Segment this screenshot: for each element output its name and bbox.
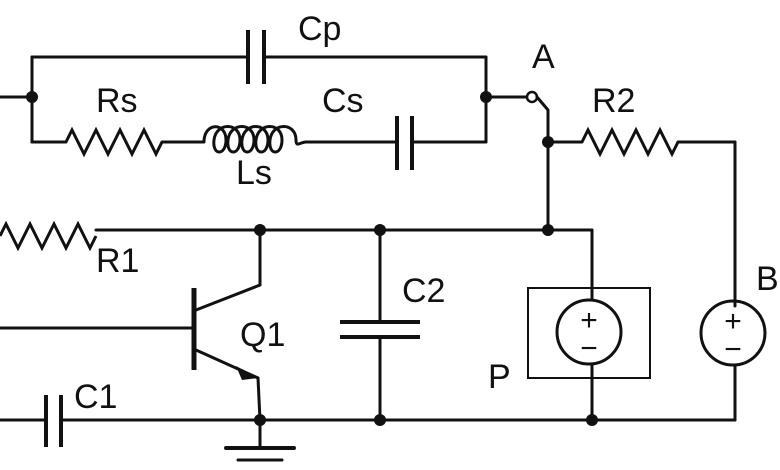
node-a-label: A bbox=[532, 38, 555, 76]
q1-label: Q1 bbox=[240, 316, 285, 354]
rs-label: Rs bbox=[96, 82, 138, 120]
minus-sign: − bbox=[580, 332, 598, 365]
p-voltage-source: + − bbox=[555, 298, 623, 366]
junction-dot bbox=[542, 224, 554, 236]
rs-resistor bbox=[30, 126, 206, 158]
r2-resistor bbox=[546, 126, 737, 308]
minus-sign: − bbox=[724, 333, 742, 366]
ls-inductor bbox=[202, 125, 399, 154]
plus-sign: + bbox=[580, 304, 598, 337]
r2-label: R2 bbox=[592, 82, 635, 120]
ground-symbol bbox=[224, 418, 296, 462]
junction-dot bbox=[26, 91, 38, 103]
cs-label: Cs bbox=[322, 82, 364, 120]
junction-dot bbox=[586, 414, 598, 426]
p-label: P bbox=[488, 358, 511, 396]
b-voltage-source: + − bbox=[699, 299, 767, 367]
c2-capacitor bbox=[340, 228, 420, 422]
junction-dot bbox=[374, 414, 386, 426]
junction-dot bbox=[480, 91, 492, 103]
q1-transistor bbox=[0, 228, 262, 422]
p-box bbox=[527, 287, 651, 379]
r1-resistor bbox=[0, 220, 594, 252]
c1-capacitor bbox=[0, 395, 63, 447]
ls-label: Ls bbox=[236, 154, 272, 192]
cp-label: Cp bbox=[298, 10, 341, 48]
cs-capacitor bbox=[395, 116, 488, 170]
plus-sign: + bbox=[724, 305, 742, 338]
cp-capacitor bbox=[30, 30, 488, 84]
c2-label: C2 bbox=[402, 272, 445, 310]
node-a-wire bbox=[535, 95, 550, 144]
r1-label: R1 bbox=[96, 242, 139, 280]
c1-label: C1 bbox=[74, 378, 117, 416]
b-label: B bbox=[756, 260, 779, 298]
